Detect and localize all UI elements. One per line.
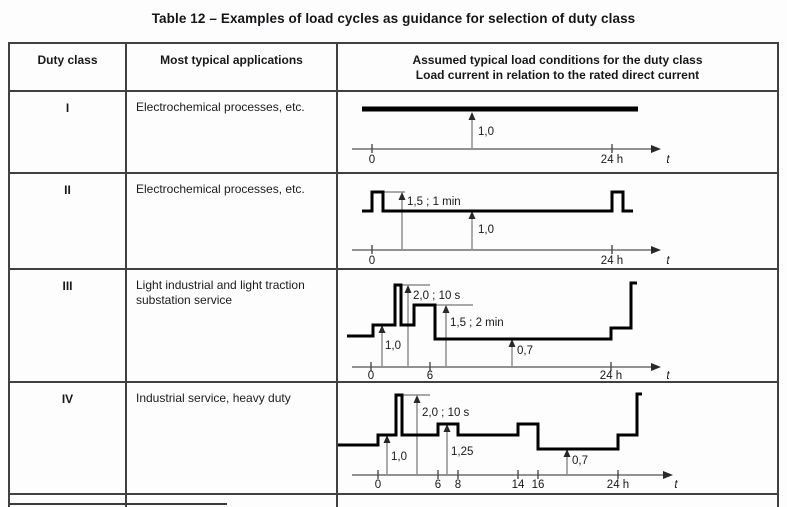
load-cycle-plot: 1,0 2,0 ; 10 s 1,5 ; 2 min 0,7 0 6 24 h t bbox=[347, 281, 670, 381]
axis-arrowhead-icon bbox=[651, 246, 661, 254]
load-step-line bbox=[347, 281, 637, 341]
duty-class-value: III bbox=[10, 270, 127, 383]
load-cycle-plot: 1,0 0 24 h t bbox=[352, 106, 670, 166]
header-load-conditions-line1: Assumed typical load conditions for the … bbox=[412, 53, 703, 67]
applications-value: Industrial service, heavy duty bbox=[127, 383, 338, 495]
header-cell-applications: Most typical applications bbox=[127, 44, 338, 92]
duty-class-value: II bbox=[10, 174, 127, 270]
axis-tick-label: 24 h bbox=[600, 370, 622, 381]
load-step-line bbox=[338, 392, 642, 451]
load-cycle-diagram-III: 1,0 2,0 ; 10 s 1,5 ; 2 min 0,7 0 6 24 h t bbox=[338, 270, 777, 383]
partial-row-cell bbox=[10, 495, 127, 507]
value-label: 1,25 bbox=[451, 446, 473, 458]
axis-arrowhead-icon bbox=[651, 145, 661, 153]
up-arrowhead-icon bbox=[443, 424, 451, 432]
up-arrowhead-icon bbox=[378, 325, 386, 333]
partial-row-cell bbox=[338, 495, 777, 507]
load-cycle-plot: 1,5 ; 1 min 1,0 0 24 h t bbox=[352, 190, 670, 267]
axis-tick-label: 24 h bbox=[601, 154, 623, 166]
applications-value: Electrochemical processes, etc. bbox=[127, 92, 338, 174]
time-axis-label: t bbox=[666, 370, 670, 381]
up-arrowhead-icon bbox=[404, 285, 412, 293]
value-label: 2,0 ; 10 s bbox=[422, 407, 470, 419]
up-arrowhead-icon bbox=[468, 211, 476, 219]
up-arrowhead-icon bbox=[413, 395, 421, 403]
up-arrowhead-icon bbox=[563, 449, 571, 457]
up-arrowhead-icon bbox=[508, 339, 516, 347]
up-arrowhead-icon bbox=[383, 435, 391, 443]
time-axis-label: t bbox=[666, 255, 670, 267]
value-label: 0,7 bbox=[572, 455, 588, 467]
up-arrowhead-icon bbox=[442, 305, 450, 313]
axis-tick-label: 24 h bbox=[607, 479, 629, 491]
load-cycle-diagram-IV: 1,0 2,0 ; 10 s 1,25 0,7 0 6 8 14 16 24 h t bbox=[338, 383, 777, 495]
value-label: 2,0 ; 10 s bbox=[413, 290, 461, 302]
load-cycle-plot: 1,0 2,0 ; 10 s 1,25 0,7 0 6 8 14 16 24 h t bbox=[338, 392, 678, 491]
axis-tick-label: 0 bbox=[368, 370, 374, 381]
load-cycle-diagram-II: 1,5 ; 1 min 1,0 0 24 h t bbox=[338, 174, 777, 270]
value-label: 0,7 bbox=[517, 345, 533, 357]
axis-tick-label: 0 bbox=[369, 255, 375, 267]
axis-tick-label: 6 bbox=[435, 479, 441, 491]
header-duty-class-label: Duty class bbox=[37, 53, 98, 67]
value-label: 1,0 bbox=[478, 126, 494, 138]
duty-class-value: IV bbox=[10, 383, 127, 495]
axis-tick-label: 16 bbox=[532, 479, 545, 491]
header-applications-label: Most typical applications bbox=[160, 53, 303, 67]
axis-tick-label: 14 bbox=[512, 479, 525, 491]
axis-tick-label: 8 bbox=[455, 479, 461, 491]
page-title: Table 12 – Examples of load cycles as gu… bbox=[151, 11, 636, 26]
up-arrowhead-icon bbox=[468, 112, 476, 120]
axis-tick-label: 24 h bbox=[601, 255, 623, 267]
time-axis-label: t bbox=[666, 154, 670, 166]
partial-row-cell bbox=[127, 495, 338, 507]
header-load-conditions-line2: Load current in relation to the rated di… bbox=[415, 68, 700, 82]
duty-class-value: I bbox=[10, 92, 127, 174]
time-axis-label: t bbox=[674, 479, 678, 491]
duty-class-table: Duty class Most typical applications Ass… bbox=[8, 42, 779, 507]
axis-arrowhead-icon bbox=[651, 363, 661, 371]
axis-arrowhead-icon bbox=[663, 471, 673, 479]
load-step-line bbox=[362, 190, 633, 213]
applications-value: Light industrial and light traction subs… bbox=[127, 270, 338, 383]
value-label: 1,0 bbox=[478, 224, 494, 236]
axis-tick-label: 0 bbox=[375, 479, 381, 491]
value-label: 1,5 ; 1 min bbox=[407, 196, 461, 208]
value-label: 1,0 bbox=[385, 340, 401, 352]
axis-tick-label: 6 bbox=[427, 370, 433, 381]
header-cell-load-conditions: Assumed typical load conditions for the … bbox=[338, 44, 777, 92]
load-cycle-diagram-I: 1,0 0 24 h t bbox=[338, 92, 777, 174]
axis-tick-label: 0 bbox=[369, 154, 375, 166]
up-arrowhead-icon bbox=[398, 192, 406, 200]
applications-value: Electrochemical processes, etc. bbox=[127, 174, 338, 270]
clipped-next-row-line bbox=[10, 503, 227, 505]
header-cell-duty-class: Duty class bbox=[10, 44, 127, 92]
value-label: 1,0 bbox=[391, 451, 407, 463]
value-label: 1,5 ; 2 min bbox=[450, 317, 504, 329]
